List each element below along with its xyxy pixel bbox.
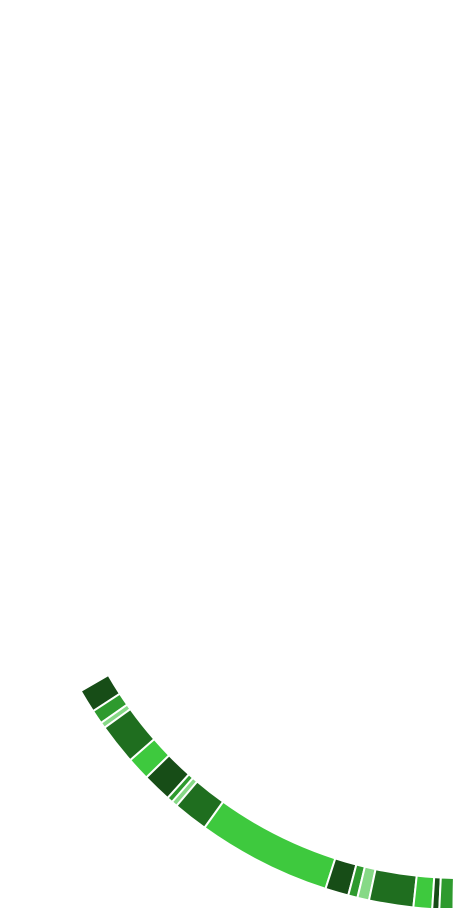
ring-segment-15 (412, 874, 436, 908)
ring-segment-10 (203, 800, 337, 891)
ring-segment-14 (367, 867, 418, 908)
ring-segment-17 (438, 876, 454, 908)
ring-segments (79, 673, 454, 908)
